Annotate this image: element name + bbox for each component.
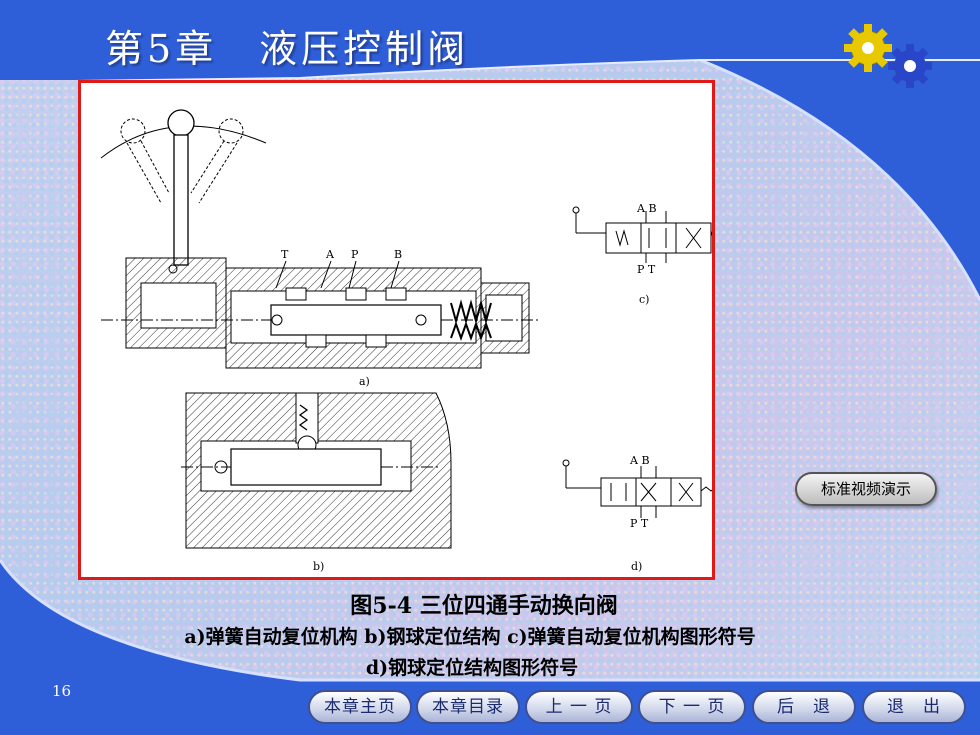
sublabel-a: a) bbox=[359, 375, 370, 388]
valve-drawing bbox=[100, 109, 712, 549]
port-label-p: P bbox=[351, 248, 359, 261]
header-band bbox=[0, 0, 980, 80]
back-button[interactable]: 后 退 bbox=[752, 690, 856, 724]
standard-video-demo-button[interactable]: 标准视频演示 bbox=[795, 472, 937, 506]
figure-caption-line3: d)钢球定位结构图形符号 bbox=[365, 657, 579, 679]
valve-figure: T A P B a) b) c) d) A B P T A B P T bbox=[78, 80, 715, 580]
prev-page-button[interactable]: 上 一 页 bbox=[525, 690, 633, 724]
exit-button[interactable]: 退 出 bbox=[862, 690, 966, 724]
page-number: 16 bbox=[52, 682, 72, 700]
symbol-c-ab-label: A B bbox=[637, 202, 657, 215]
chapter-toc-button[interactable]: 本章目录 bbox=[416, 690, 520, 724]
sublabel-c: c) bbox=[639, 293, 650, 306]
figure-caption-title: 图5-4 三位四通手动换向阀 bbox=[350, 593, 618, 619]
port-label-b: B bbox=[394, 248, 403, 261]
sublabel-d: d) bbox=[631, 560, 643, 573]
symbol-c-pt-label: P T bbox=[637, 263, 656, 276]
port-label-a: A bbox=[326, 248, 334, 261]
chapter-title: 第5章 液压控制阀 bbox=[105, 27, 470, 71]
symbol-d-pt-label: P T bbox=[630, 517, 649, 530]
gears-icon bbox=[844, 24, 932, 88]
port-label-t: T bbox=[281, 248, 289, 261]
sublabel-b: b) bbox=[313, 560, 325, 573]
next-page-button[interactable]: 下 一 页 bbox=[638, 690, 746, 724]
chapter-home-button[interactable]: 本章主页 bbox=[308, 690, 412, 724]
figure-caption-line2: a)弹簧自动复位机构 b)钢球定位结构 c)弹簧自动复位机构图形符号 bbox=[184, 626, 756, 648]
symbol-d-ab-label: A B bbox=[630, 454, 650, 467]
